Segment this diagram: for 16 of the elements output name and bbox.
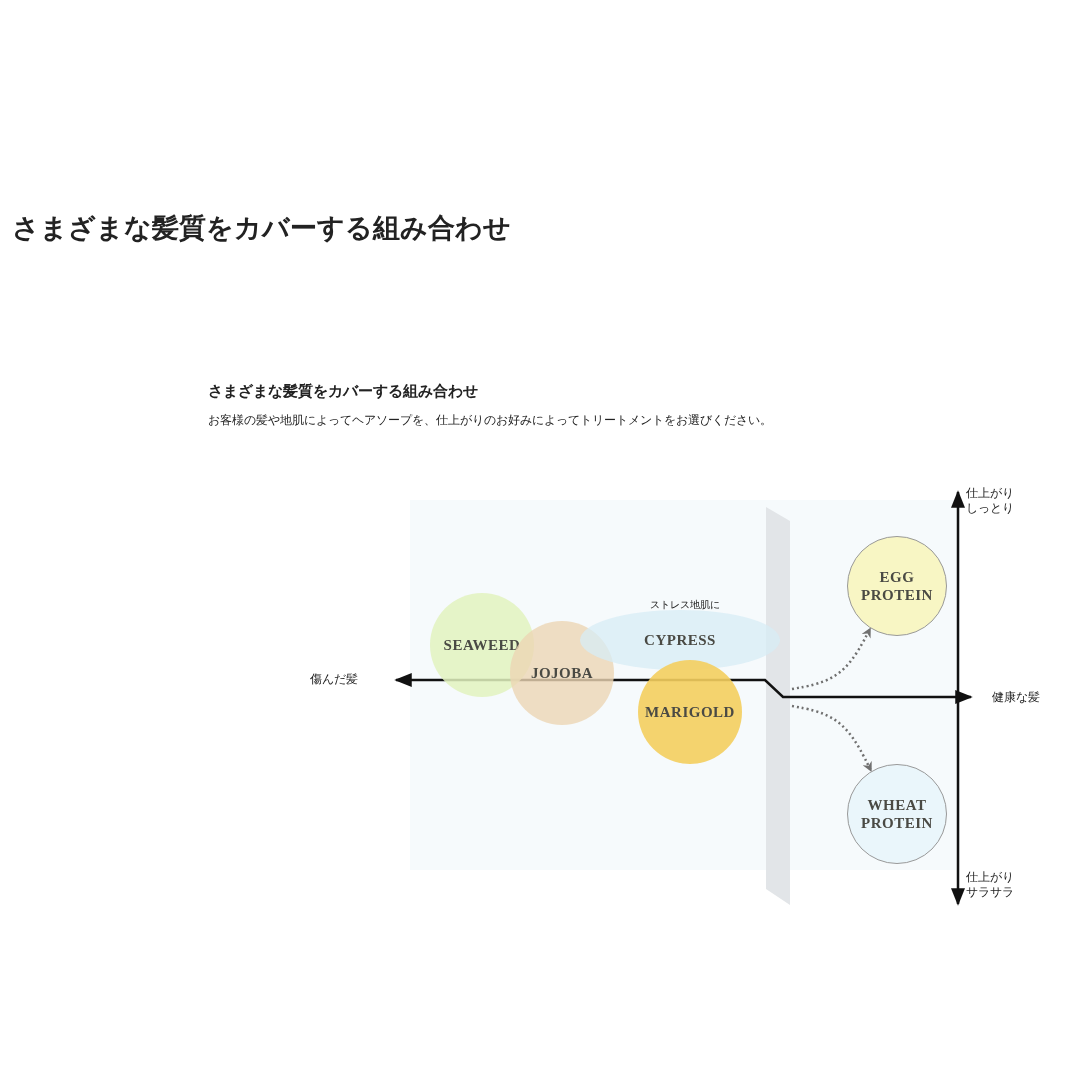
page-title: さまざまな髪質をカバーする組み合わせ (12, 211, 511, 245)
axis-label: 仕上がりサラサラ (966, 870, 1015, 900)
axis-label: 健康な髪 (992, 689, 1040, 706)
axis-label: 傷んだ髪 (310, 671, 358, 688)
dotted-arrow (791, 627, 872, 691)
node-label: SEAWEED (443, 636, 521, 654)
dotted-arrow (791, 704, 873, 773)
description-text: お客様の髪や地肌によってヘアソープを、仕上がりのお好みによってトリートメントをお選びください。 (208, 413, 772, 428)
axis-label: 仕上がりしっとり (966, 486, 1015, 516)
node-label: MARIGOLD (645, 703, 735, 721)
node-caption: ストレス地肌に (650, 598, 720, 612)
node-label: WHEAT PROTEIN (860, 796, 934, 832)
node-label: JOJOBA (530, 664, 594, 682)
section-heading: さまざまな髪質をカバーする組み合わせ (208, 382, 478, 401)
node-label: CYPRESS (644, 631, 716, 649)
node-label: EGG PROTEIN (860, 568, 934, 604)
